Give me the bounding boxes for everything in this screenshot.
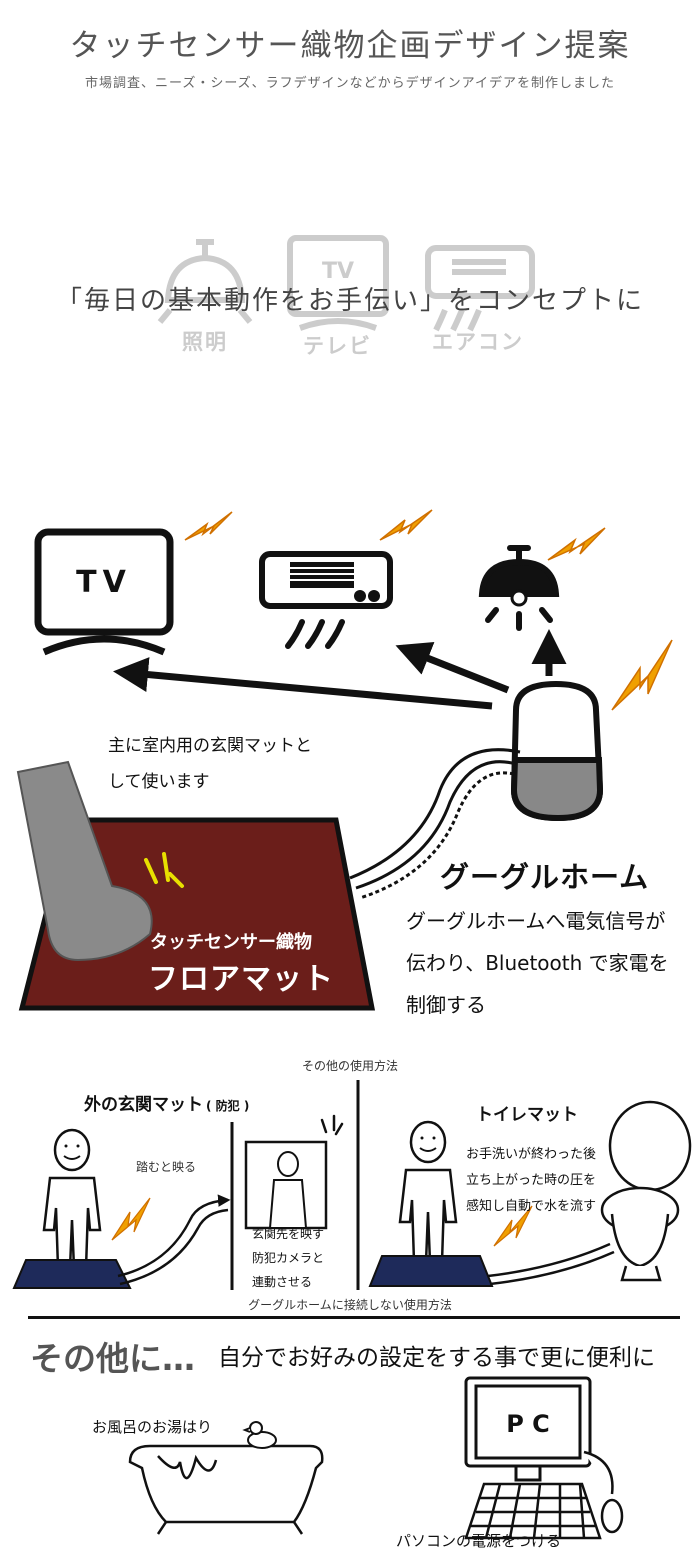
air-conditioner-icon bbox=[425, 245, 535, 332]
toilet-mat bbox=[368, 1255, 494, 1287]
desc-line2: 伝わり、Bluetooth で家電を bbox=[406, 951, 669, 975]
extras-heading: その他に… bbox=[30, 1339, 195, 1378]
concept-text: 「毎日の基本動作をお手伝い」をコンセプトに bbox=[55, 286, 644, 316]
arrow-to-tv bbox=[113, 657, 493, 710]
camera-line2: 防犯カメラと bbox=[252, 1251, 325, 1265]
lightning-icon bbox=[493, 1205, 533, 1247]
foot-leg bbox=[16, 760, 153, 962]
bottom-uses-label: グーグルホームに接続しない使用方法 bbox=[248, 1298, 452, 1312]
keyboard-icon bbox=[464, 1482, 602, 1540]
bath-label: お風呂のお湯はり bbox=[92, 1418, 213, 1436]
section-divider bbox=[28, 1316, 680, 1319]
mat-label-line2: フロアマット bbox=[148, 962, 334, 997]
person-icon bbox=[42, 1128, 102, 1270]
main-diagram: TV bbox=[16, 509, 673, 1011]
arrow-to-ac bbox=[395, 642, 510, 694]
duck-icon bbox=[242, 1421, 277, 1449]
ghost-label-ac: エアコン bbox=[432, 330, 524, 354]
lightning-icon bbox=[184, 511, 233, 541]
concept-ghost-icons: TV bbox=[157, 235, 535, 332]
other-uses-diagram bbox=[12, 1080, 692, 1290]
ghost-label-light: 照明 bbox=[182, 330, 228, 354]
pc-monitor-icon bbox=[464, 1376, 592, 1482]
lightning-icon bbox=[111, 1197, 151, 1241]
camera-line3: 連動させる bbox=[252, 1275, 313, 1289]
toilet-icon bbox=[600, 1100, 692, 1282]
other-uses-label: その他の使用方法 bbox=[301, 1059, 398, 1073]
desc-line3: 制御する bbox=[406, 993, 486, 1017]
mat-note-line1: 主に室内用の玄関マットと bbox=[108, 736, 312, 756]
cable bbox=[349, 748, 521, 900]
outdoor-mat bbox=[12, 1259, 132, 1289]
page-subtitle: 市場調査、ニーズ・シーズ、ラフデザインなどからデザインアイデアを制作しました bbox=[84, 76, 616, 91]
desc-line1: グーグルホームへ電気信号が bbox=[406, 909, 666, 933]
ceiling-light-icon bbox=[157, 239, 253, 324]
lightning-icon bbox=[611, 639, 673, 711]
left-title-suffix: ( 防犯 ) bbox=[206, 1099, 250, 1113]
ghost-tv-text: TV bbox=[322, 259, 354, 284]
bathtub-icon bbox=[128, 1444, 324, 1535]
alert-marks bbox=[320, 1114, 344, 1136]
camera-line1: 玄関先を映す bbox=[252, 1227, 325, 1241]
toilet-line1: お手洗いが終わった後 bbox=[466, 1147, 597, 1162]
lightning-icon bbox=[547, 527, 606, 561]
page-title: タッチセンサー織物企画デザイン提案 bbox=[69, 28, 631, 64]
ceiling-light-icon bbox=[478, 545, 560, 631]
mat-note-line2: して使います bbox=[108, 772, 210, 792]
google-home-title: グーグルホーム bbox=[440, 860, 650, 894]
toilet-line3: 感知し自動で水を流す bbox=[466, 1199, 597, 1214]
pc-label: パソコンの電源をつける bbox=[396, 1532, 562, 1550]
touch-sparks bbox=[144, 852, 184, 888]
pc-screen-text: P C bbox=[506, 1410, 550, 1438]
floor-mat bbox=[18, 817, 376, 1011]
extras-tagline: 自分でお好みの設定をする事で更に便利に bbox=[218, 1345, 655, 1371]
left-title: 外の玄関マット( 防犯 ) bbox=[84, 1095, 250, 1115]
google-home-icon bbox=[510, 680, 604, 822]
step-label: 踏むと映る bbox=[136, 1160, 197, 1174]
lightning-icon bbox=[379, 509, 433, 541]
tv-icon bbox=[34, 528, 174, 656]
right-title: トイレマット bbox=[476, 1105, 578, 1125]
air-conditioner-icon bbox=[259, 551, 393, 609]
tv-icon bbox=[287, 235, 389, 331]
tv-screen-text: TV bbox=[76, 565, 132, 600]
extras-diagram: P C bbox=[128, 1376, 624, 1540]
ghost-label-tv: テレビ bbox=[303, 334, 372, 358]
toilet-line2: 立ち上がった時の圧を bbox=[466, 1173, 597, 1188]
person-icon bbox=[268, 1151, 308, 1229]
person-icon bbox=[398, 1120, 458, 1264]
mat-label-line1: タッチセンサー織物 bbox=[150, 932, 312, 953]
mouse-icon bbox=[583, 1450, 624, 1534]
